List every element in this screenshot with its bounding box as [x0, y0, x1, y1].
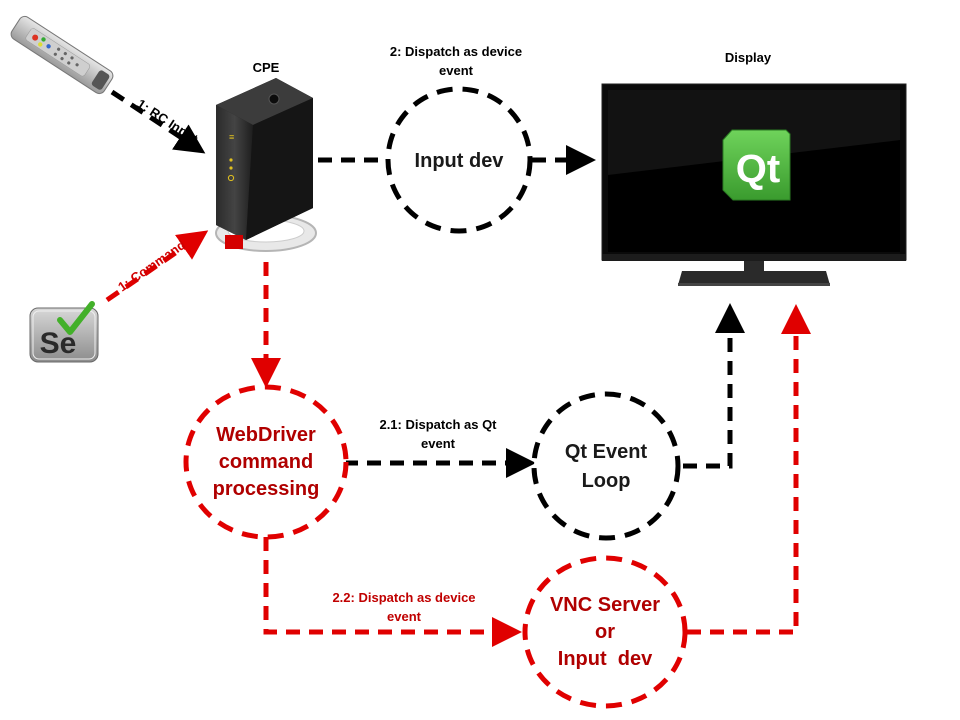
node-vnc-server-label-2: or [595, 621, 615, 643]
svg-text:Qt: Qt [736, 147, 780, 191]
edge-qt-loop-to-display [683, 303, 745, 469]
edge-command [105, 230, 209, 303]
selenium-icon: Se [29, 301, 99, 363]
remote-control-icon [10, 15, 114, 95]
node-webdriver-label-1: WebDriver [216, 424, 316, 446]
edge-label-rc-input: 1: RC Input [134, 96, 201, 147]
edge-label-command: 1: Command [115, 237, 188, 294]
node-input-dev: Input dev [385, 86, 533, 234]
node-vnc-server: VNC Server or Input dev [522, 555, 688, 709]
node-webdriver: WebDriver command processing [183, 384, 349, 540]
node-qt-event-loop-label-1: Qt Event [565, 441, 648, 463]
cpe-title: CPE [253, 60, 280, 75]
edge-webdriver-to-vnc [263, 537, 522, 647]
edge-label-dispatch-device-2-1: 2.2: Dispatch as device [332, 590, 475, 605]
node-input-dev-label: Input dev [415, 150, 505, 172]
node-vnc-server-label-1: VNC Server [550, 594, 660, 616]
edge-label-dispatch-device-2: event [439, 63, 474, 78]
svg-text:≡: ≡ [229, 132, 234, 142]
set-top-box-icon: ≡ [215, 78, 317, 252]
node-webdriver-label-2: command [219, 451, 313, 473]
edge-label-dispatch-device-1: 2: Dispatch as device [390, 44, 522, 59]
edge-label-dispatch-qt-2: event [421, 436, 456, 451]
node-webdriver-label-3: processing [213, 478, 320, 500]
node-vnc-server-label-3: Input dev [558, 648, 653, 670]
edge-rc-input [110, 89, 206, 154]
qt-logo-icon: Qt [722, 129, 791, 201]
edge-label-dispatch-device-2-2: event [387, 609, 422, 624]
node-qt-event-loop: Qt Event Loop [531, 391, 681, 541]
display-title: Display [725, 50, 772, 65]
node-qt-event-loop-label-2: Loop [582, 470, 631, 492]
edge-vnc-to-display [687, 304, 811, 635]
edge-label-dispatch-qt-1: 2.1: Dispatch as Qt [379, 417, 497, 432]
